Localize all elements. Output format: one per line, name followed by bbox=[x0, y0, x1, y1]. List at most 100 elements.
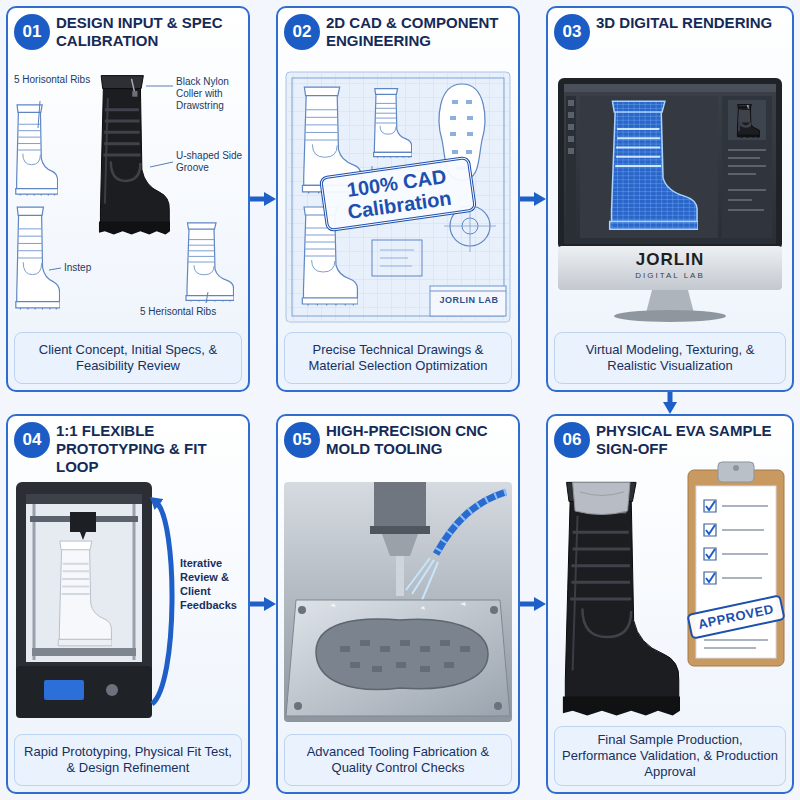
cavity-lugs bbox=[340, 640, 470, 672]
panel-header: 05HIGH-PRECISION CNC MOLD TOOLING bbox=[284, 422, 512, 458]
flow-arrow bbox=[250, 197, 264, 202]
printer-frame bbox=[16, 482, 152, 718]
step-number: 03 bbox=[554, 14, 590, 50]
panel-ground bbox=[6, 414, 250, 794]
label-anchor: APPROVED bbox=[688, 604, 784, 630]
panel-spacer bbox=[14, 50, 242, 332]
loop-label: Iterative Review & Client Feedbacks bbox=[180, 556, 246, 612]
flow-arrow bbox=[520, 197, 534, 202]
annotation-label: 5 Herisontal Ribs bbox=[140, 306, 244, 318]
metal-chips bbox=[330, 602, 466, 610]
blueprint-grid bbox=[286, 72, 510, 322]
panel-header: 03 3D DIGITAL RENDERING bbox=[554, 14, 786, 50]
flow-arrow bbox=[520, 602, 534, 607]
coolant-hose bbox=[436, 492, 506, 554]
step-number: 01 bbox=[14, 14, 50, 50]
brand-subtitle: DIGITAL LAB bbox=[570, 271, 770, 281]
cad-stamp: 100% CAD Calibration bbox=[319, 156, 477, 233]
panel-ground bbox=[546, 414, 794, 794]
bolt-hole bbox=[294, 702, 302, 710]
hose-segments bbox=[436, 492, 506, 554]
label-anchor: 100% CAD Calibration bbox=[322, 166, 474, 222]
label-anchor: JORLIN LAB bbox=[436, 295, 502, 306]
printed-boot bbox=[58, 541, 112, 646]
section-circle bbox=[450, 206, 490, 246]
panel-lines bbox=[728, 150, 766, 210]
title-block bbox=[430, 286, 506, 316]
machine-ground bbox=[284, 482, 512, 722]
step-number: 06 bbox=[554, 422, 590, 458]
step-number: 04 bbox=[14, 422, 50, 458]
panel-ground bbox=[276, 414, 520, 794]
step-title: DESIGN INPUT & SPEC CALIBRATION bbox=[56, 14, 242, 50]
panel-header: 06PHYSICAL EVA SAMPLE SIGN-OFF bbox=[554, 422, 786, 458]
step-number: 02 bbox=[284, 14, 320, 50]
brand-name: JORLIN bbox=[570, 250, 770, 270]
printer-knob bbox=[106, 684, 118, 696]
print-nozzle bbox=[80, 532, 86, 540]
clipboard-paper bbox=[696, 486, 776, 658]
spindle-ring bbox=[370, 526, 430, 534]
panel-header: 022D CAD & COMPONENT ENGINEERING bbox=[284, 14, 512, 50]
step-title: 1:1 FLEXIBLE PROTOTYPING & FIT LOOP bbox=[56, 422, 242, 476]
side-panel bbox=[722, 96, 772, 238]
step-title: PHYSICAL EVA SAMPLE SIGN-OFF bbox=[596, 422, 786, 458]
thumbnail-boot bbox=[737, 104, 760, 137]
dimension-line bbox=[372, 166, 420, 174]
black-boot bbox=[99, 76, 170, 235]
check-marks bbox=[706, 501, 715, 582]
panel-ground bbox=[6, 6, 250, 392]
label-anchor: JORLIN bbox=[570, 250, 770, 270]
printer-gantry bbox=[30, 516, 138, 522]
sole-outline bbox=[439, 84, 485, 180]
process-panel: 041:1 FLEXIBLE PROTOTYPING & FIT LOOP Rap… bbox=[6, 414, 250, 794]
panel-spacer bbox=[14, 476, 242, 734]
leader-lines bbox=[38, 86, 208, 303]
part-outline bbox=[372, 240, 422, 276]
step-caption: Precise Technical Drawings & Material Se… bbox=[284, 332, 512, 384]
print-bed bbox=[32, 648, 136, 656]
boot-drawing bbox=[374, 89, 412, 158]
boot-drawing bbox=[302, 87, 362, 193]
step-caption: Final Sample Production, Performance Val… bbox=[554, 726, 786, 786]
clipboard-clip bbox=[718, 462, 754, 482]
viewport bbox=[580, 96, 718, 238]
printer-base bbox=[16, 666, 152, 718]
tool-bar bbox=[566, 96, 576, 238]
step-caption: Rapid Prototyping, Physical Fit Test, & … bbox=[14, 734, 242, 786]
panel-spacer bbox=[554, 458, 786, 726]
blueprint-frame bbox=[292, 78, 504, 316]
process-panel: 03 3D DIGITAL RENDERING Virtual Modeling, … bbox=[546, 6, 794, 392]
boot-sketch bbox=[16, 105, 58, 196]
bolt-hole bbox=[494, 702, 502, 710]
approved-stamp: APPROVED bbox=[686, 594, 785, 639]
menu-bar bbox=[564, 84, 776, 92]
crosshair bbox=[444, 200, 496, 252]
step-caption: Client Concept, Initial Specs, & Feasibi… bbox=[14, 332, 242, 384]
thumbnail bbox=[728, 100, 766, 140]
boot-sketch bbox=[186, 223, 234, 302]
sole-lugs bbox=[450, 100, 473, 170]
process-panel: 022D CAD & COMPONENT ENGINEERING Precise … bbox=[276, 6, 520, 392]
panel-ground bbox=[276, 6, 520, 392]
step-title: 3D DIGITAL RENDERING bbox=[596, 14, 786, 32]
spindle-chuck bbox=[382, 534, 418, 556]
coolant-spray bbox=[406, 558, 438, 600]
step-number: 05 bbox=[284, 422, 320, 458]
step-caption: Virtual Modeling, Texturing, & Realistic… bbox=[554, 332, 786, 384]
section-circle bbox=[462, 218, 478, 234]
label-anchor: Iterative Review & Client Feedbacks bbox=[180, 556, 246, 612]
print-head bbox=[70, 512, 96, 532]
wireframe-boot bbox=[610, 101, 698, 229]
final-boot bbox=[563, 482, 680, 715]
printer-top-bar bbox=[26, 494, 142, 504]
monitor-base bbox=[614, 310, 726, 322]
clipboard-board bbox=[688, 470, 784, 666]
bolt-hole bbox=[490, 606, 498, 614]
feedback-loop-arrow bbox=[152, 502, 172, 704]
mold-block bbox=[286, 600, 510, 716]
title-block-text: JORLIN LAB bbox=[436, 295, 502, 306]
